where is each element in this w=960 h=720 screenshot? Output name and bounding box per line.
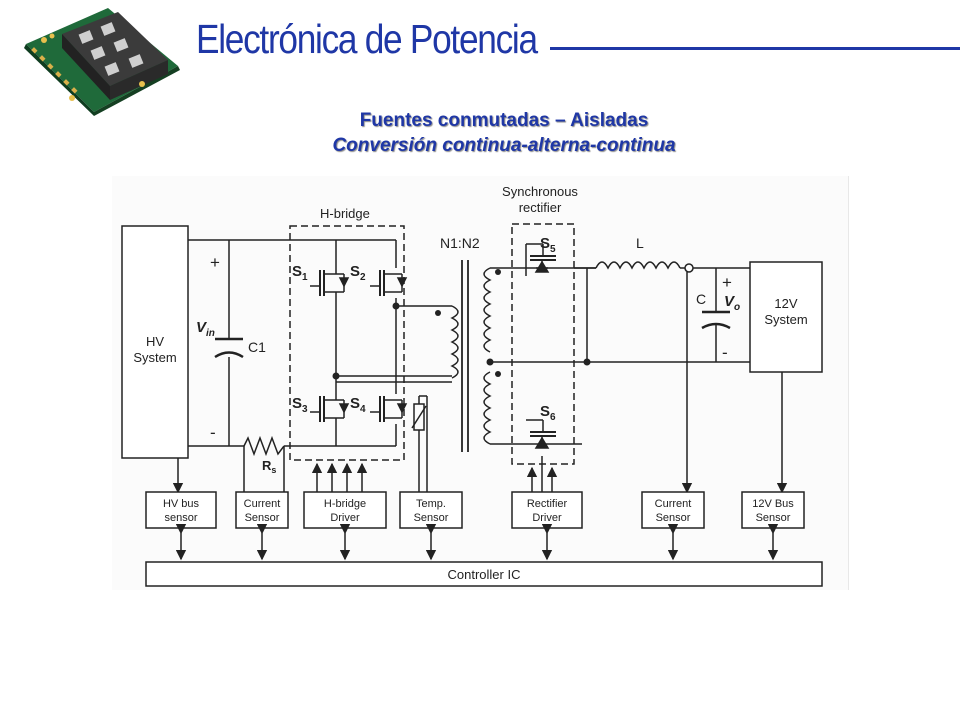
transformer-ratio: N1:N2: [440, 235, 480, 251]
mosfet-s4: [370, 396, 408, 422]
rs-label: Rs: [262, 458, 276, 475]
hv-bus-sensor-label-2: sensor: [164, 512, 197, 524]
vo-label: Vo: [724, 293, 740, 313]
bus-12v-sensor-label-1: 12V Bus: [752, 498, 794, 510]
cap-out-label: C: [696, 291, 706, 307]
mosfet-s2: [370, 270, 408, 296]
hbridge-label: H-bridge: [320, 206, 370, 221]
rectifier-driver-label-1: Rectifier: [527, 498, 568, 510]
vin-plus: +: [210, 253, 220, 272]
temp-sensor-label-2: Sensor: [414, 512, 449, 524]
hbridge-driver-label-1: H-bridge: [324, 498, 366, 510]
mosfet-s3: [310, 394, 350, 424]
current-sensor-in-label-2: Sensor: [245, 512, 280, 524]
vo-minus: -: [722, 343, 728, 362]
primary-winding: [450, 305, 459, 379]
mosfet-s1: [310, 268, 350, 298]
power-module-logo: [24, 8, 180, 116]
s5-label: S5: [540, 235, 556, 255]
current-sensor-out-label-1: Current: [655, 498, 692, 510]
s3-label: S3: [292, 395, 308, 415]
sync-rect-label-2: rectifier: [519, 200, 562, 215]
mosfet-s5: [530, 244, 556, 273]
hv-system-block: [121, 225, 189, 459]
hbridge-driver-label-2: Driver: [330, 512, 360, 524]
rs-resistor: [243, 435, 285, 457]
sync-rect-label-1: Synchronous: [502, 184, 578, 199]
secondary-winding-top: [483, 267, 492, 353]
vin-label: Vin: [196, 319, 215, 339]
inductor-label: L: [636, 235, 644, 251]
subtitle-isolated-sources: Fuentes conmutadas – Aisladas: [359, 110, 649, 131]
converter-schematic: HV System + - Vin C1 Rs H-bridge S1 S2 S…: [121, 184, 823, 587]
c1-label: C1: [248, 339, 266, 355]
hbridge-box: [289, 225, 405, 461]
secondary-winding-bottom: [483, 371, 492, 445]
vin-minus: -: [210, 423, 216, 442]
hv-system-label-2: System: [133, 350, 176, 365]
current-sensor-in-label-1: Current: [244, 498, 281, 510]
sync-rectifier-box: [511, 223, 575, 465]
page-title: Electrónica de Potencia: [196, 16, 538, 62]
s1-label: S1: [292, 263, 308, 283]
hv-bus-sensor-label-1: HV bus: [163, 498, 200, 510]
bus-arrows: [175, 523, 779, 561]
hv-system-label-1: HV: [146, 334, 164, 349]
temp-sensor-box: [399, 491, 463, 529]
s6-label: S6: [540, 403, 556, 423]
current-sensor-out-label-2: Sensor: [656, 512, 691, 524]
system-12v-label-2: System: [764, 312, 807, 327]
vo-plus: +: [722, 273, 732, 292]
bus-12v-sensor-label-2: Sensor: [756, 512, 791, 524]
title-rule: [550, 47, 960, 50]
diagram-panel: HV System + - Vin C1 Rs H-bridge S1 S2 S…: [112, 176, 849, 590]
temp-sensor-label-1: Temp.: [416, 498, 446, 510]
current-sensor-out-box: [641, 491, 705, 529]
output-inductor: [595, 261, 681, 270]
subtitle-dc-ac-dc: Conversión continua-alterna-continua: [332, 135, 676, 156]
system-12v-block: [749, 261, 823, 373]
current-sensor-in-box: [235, 491, 289, 529]
s4-label: S4: [350, 395, 366, 415]
controller-ic-label: Controller IC: [448, 567, 521, 582]
s2-label: S2: [350, 263, 366, 283]
rectifier-driver-label-2: Driver: [532, 512, 562, 524]
controller-ic-box: [145, 561, 823, 587]
mosfet-s6: [530, 420, 556, 449]
system-12v-label-1: 12V: [774, 296, 797, 311]
